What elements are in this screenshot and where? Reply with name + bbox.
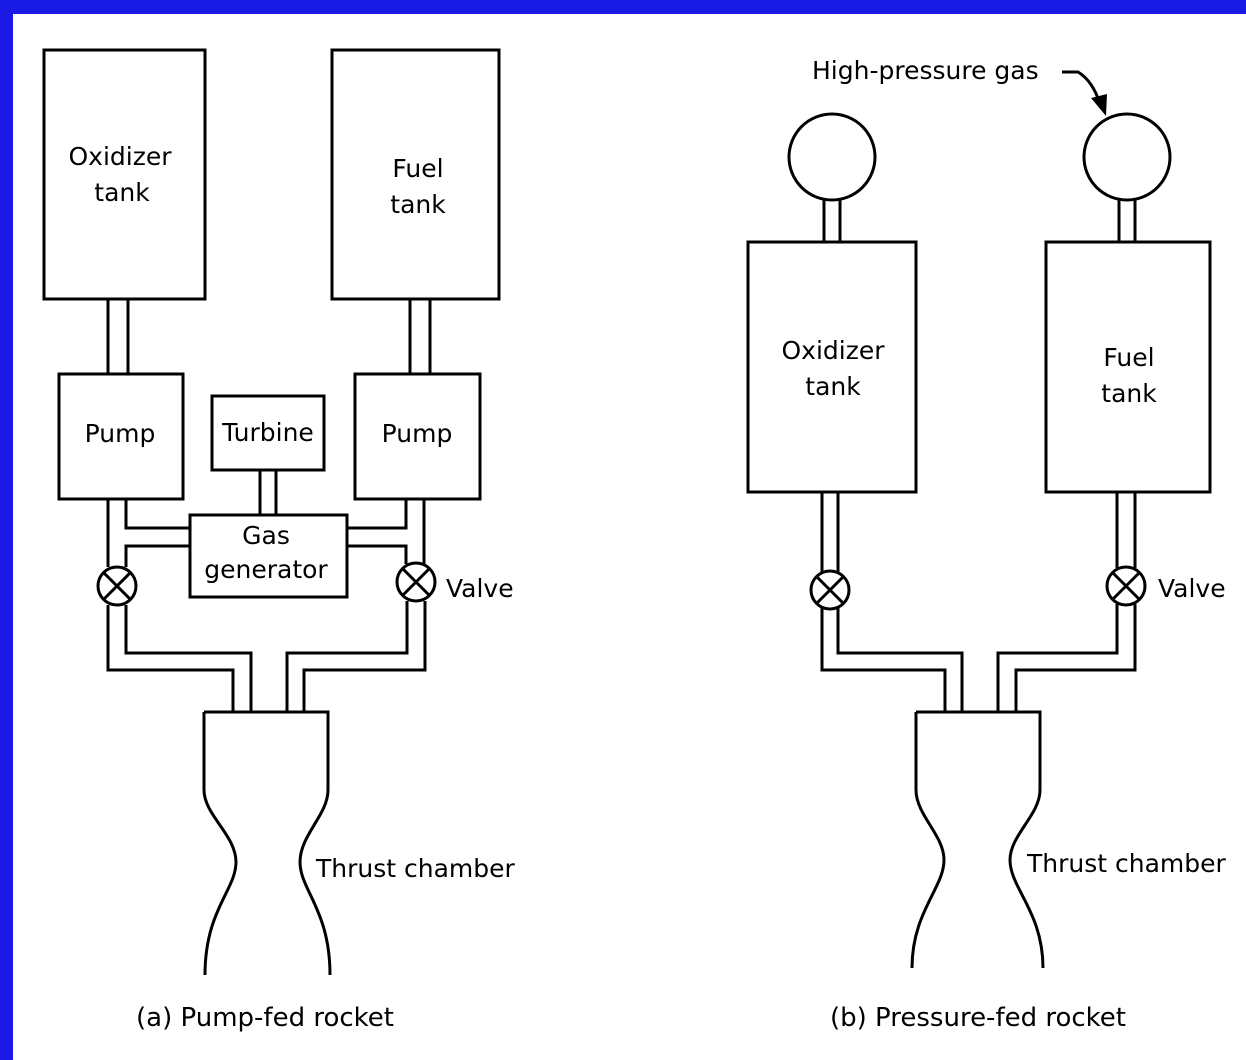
- gas-sphere-left: [789, 114, 875, 200]
- high-pressure-gas-arrow: [1062, 72, 1107, 116]
- gas-neck-left: [824, 200, 840, 242]
- gas-generator-label-line2: generator: [204, 555, 328, 584]
- fuel-tank-label-line1: Fuel: [392, 154, 443, 183]
- high-pressure-gas-label: High-pressure gas: [812, 56, 1039, 85]
- gas-neck-right: [1119, 200, 1135, 242]
- pump-left: Pump: [59, 374, 183, 499]
- caption-pump-fed: (a) Pump-fed rocket: [136, 1003, 394, 1033]
- gas-generator-label-line1: Gas: [242, 521, 290, 550]
- pump-right: Pump: [355, 374, 480, 499]
- turbine-shaft: [260, 470, 276, 515]
- turbine: Turbine: [212, 396, 324, 470]
- caption-pressure-fed: (b) Pressure-fed rocket: [830, 1003, 1126, 1033]
- fuel-tank-label-line2: tank: [390, 190, 446, 219]
- thrust-chamber-label-a: Thrust chamber: [315, 854, 516, 883]
- pressure-fed-rocket-diagram: High-pressure gas Oxidizer tank Fuel tan…: [748, 56, 1227, 1033]
- fuel-tank-b-label-line1: Fuel: [1103, 343, 1154, 372]
- oxidizer-tank-label-line2: tank: [94, 178, 150, 207]
- pump-fed-rocket-diagram: Oxidizer tank Fuel tank Pump Pump Turbin…: [44, 50, 516, 1033]
- oxidizer-tank-pipe: [108, 299, 128, 374]
- fuel-tank-b-label-line2: tank: [1101, 379, 1157, 408]
- pump-left-label: Pump: [85, 419, 156, 448]
- valve-left-b: [811, 571, 849, 609]
- turbine-label: Turbine: [221, 418, 314, 447]
- oxidizer-tank-label-line1: Oxidizer: [68, 142, 172, 171]
- pump-right-label: Pump: [382, 419, 453, 448]
- oxidizer-tank-b: Oxidizer tank: [748, 242, 916, 492]
- valve-right-a: [397, 563, 435, 601]
- fuel-tank-pipe: [410, 299, 430, 374]
- gas-sphere-right: [1084, 114, 1170, 200]
- thrust-chamber-label-b: Thrust chamber: [1026, 849, 1227, 878]
- oxidizer-tank-a: Oxidizer tank: [44, 50, 205, 299]
- valve-right-b: [1107, 567, 1145, 605]
- valve-label-a: Valve: [446, 574, 514, 603]
- oxidizer-tank-b-label-line2: tank: [805, 372, 861, 401]
- gas-generator: Gas generator: [190, 515, 347, 597]
- oxidizer-tank-b-label-line1: Oxidizer: [781, 336, 885, 365]
- valve-left-a: [98, 567, 136, 605]
- thrust-chamber-b: [912, 712, 1043, 968]
- valve-label-b: Valve: [1158, 574, 1226, 603]
- fuel-tank-b: Fuel tank: [1046, 242, 1210, 492]
- fuel-tank-a: Fuel tank: [332, 50, 499, 299]
- thrust-chamber-a: [204, 712, 330, 975]
